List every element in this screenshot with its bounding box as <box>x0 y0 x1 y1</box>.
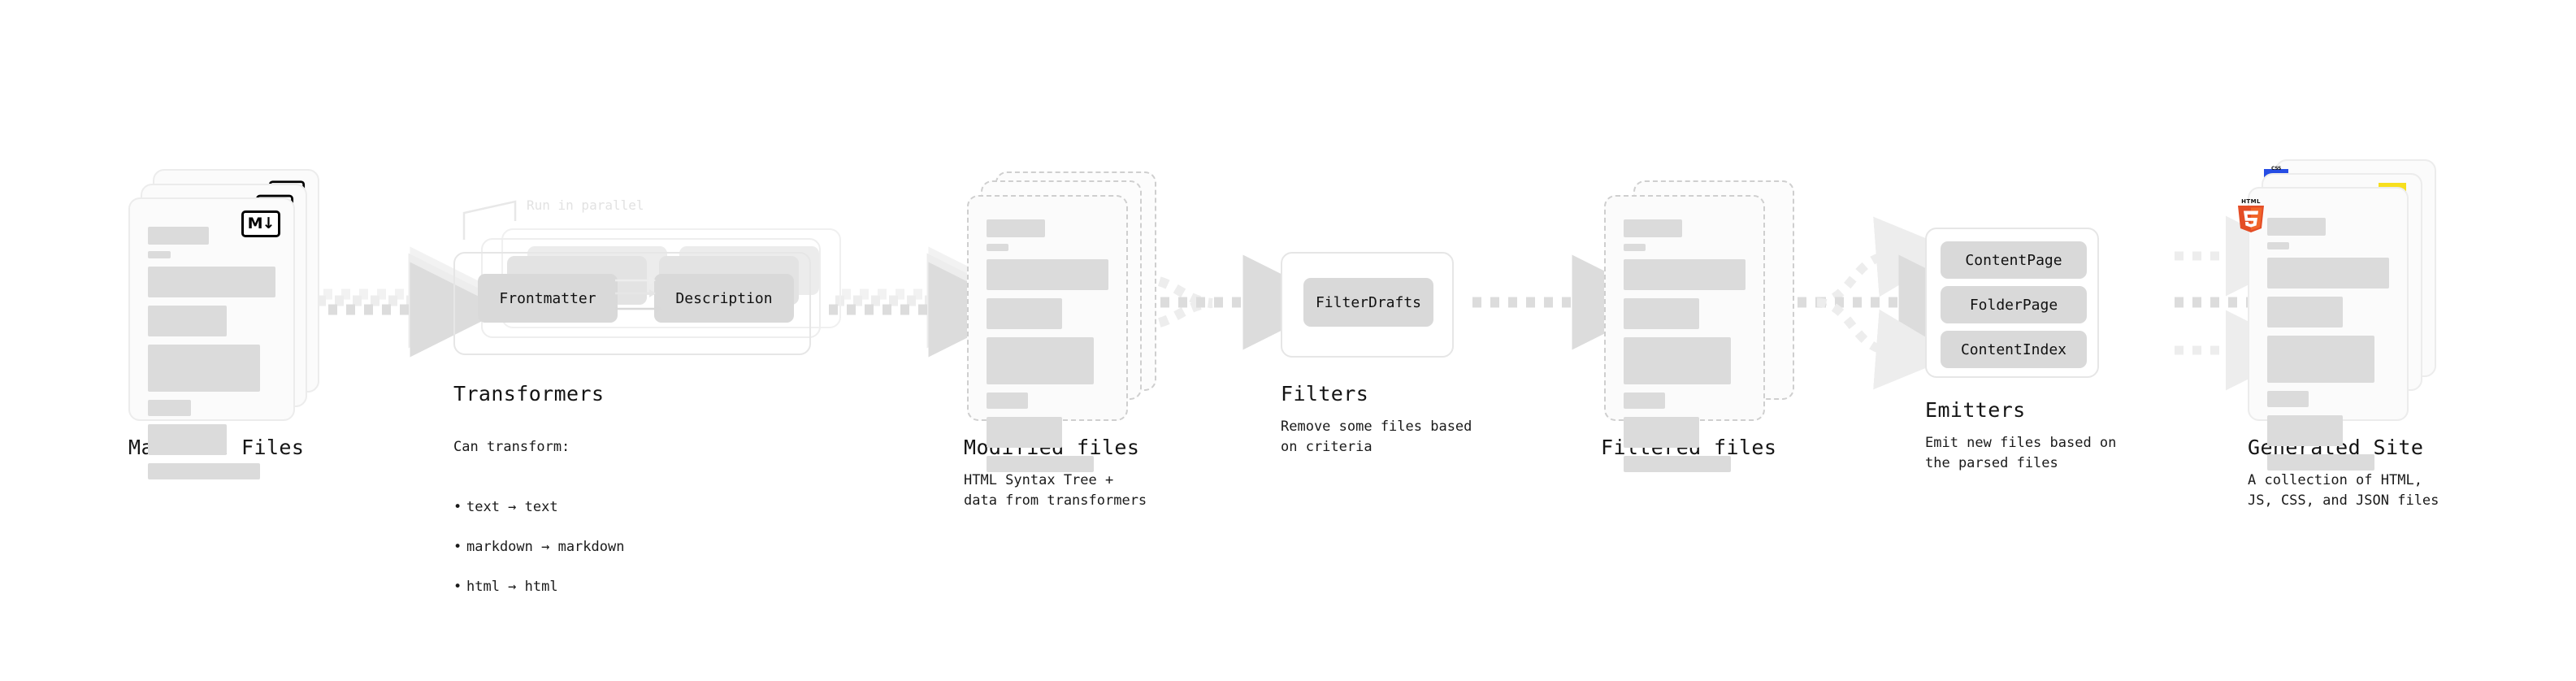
emitter-node-contentindex[interactable]: ContentIndex <box>1941 331 2087 368</box>
transformer-inner-arrows <box>615 276 662 313</box>
content-bar <box>148 424 228 455</box>
content-bar <box>2267 258 2389 288</box>
document-content-placeholder <box>148 227 275 479</box>
transformer-node-description[interactable]: Description <box>654 274 794 323</box>
markdown-icon: M↓ <box>241 210 280 237</box>
list-item: text → text <box>453 497 795 518</box>
content-bar <box>148 400 192 416</box>
connector-filtered-to-emitters <box>1780 216 1994 390</box>
content-bar <box>148 251 171 258</box>
content-bar <box>987 219 1045 237</box>
content-bar <box>987 259 1108 290</box>
emitter-node-contentpage[interactable]: ContentPage <box>1941 241 2087 279</box>
html5-icon-label: HTML <box>2241 198 2261 205</box>
html5-icon: HTML <box>2236 198 2266 232</box>
content-bar <box>2267 242 2289 249</box>
content-bar <box>987 244 1008 251</box>
content-bar <box>2267 454 2374 471</box>
content-bar <box>1624 393 1665 409</box>
content-bar <box>148 306 228 336</box>
stage-subtitle: Can transform: text → text markdown → ma… <box>453 417 795 637</box>
connector-transformers-to-modified <box>829 246 1024 358</box>
transform-list: text → text markdown → markdown html → h… <box>453 477 795 617</box>
stage-subtitle: Emit new files based on the parsed files <box>1925 435 2117 471</box>
content-bar <box>987 456 1094 472</box>
caption-filters: Filters Remove some files based on crite… <box>1281 382 1549 457</box>
list-item: html → html <box>453 577 795 597</box>
content-bar <box>1624 337 1731 384</box>
filters-box[interactable]: FilterDrafts <box>1281 252 1454 358</box>
content-bar <box>987 417 1062 448</box>
content-bar <box>1624 417 1699 448</box>
run-in-parallel-label: Run in parallel <box>527 197 644 213</box>
content-bar <box>2267 415 2343 446</box>
emitter-node-folderpage[interactable]: FolderPage <box>1941 286 2087 323</box>
document-content-placeholder <box>1624 219 1746 472</box>
filtered-card-front <box>1604 195 1765 472</box>
content-bar <box>148 345 261 392</box>
content-bar <box>987 298 1062 329</box>
content-bar <box>987 393 1028 409</box>
css-icon-label: CSS <box>2271 166 2281 171</box>
caption-transformers: Transformers Can transform: text → text … <box>453 382 795 637</box>
transformer-node-frontmatter[interactable]: Frontmatter <box>478 274 618 323</box>
content-bar <box>1624 298 1699 329</box>
content-bar <box>1624 244 1646 251</box>
content-bar <box>148 227 210 245</box>
content-bar <box>2267 336 2374 383</box>
content-bar <box>1624 259 1746 290</box>
content-bar <box>1624 219 1682 237</box>
content-bar <box>1624 456 1731 472</box>
content-bar <box>148 463 261 479</box>
content-bar <box>148 267 275 297</box>
site-card-front: HTML <box>2238 187 2409 471</box>
stage-title: Filters <box>1281 382 1369 406</box>
stage-title: Emitters <box>1925 398 2026 422</box>
document-content-placeholder <box>2267 218 2389 471</box>
caption-emitters: Emitters Emit new files based on the par… <box>1925 398 2218 473</box>
content-bar <box>2267 218 2326 236</box>
content-bar <box>2267 297 2343 327</box>
emitters-box[interactable]: ContentPage FolderPage ContentIndex <box>1925 228 2099 378</box>
content-bar <box>2267 391 2309 407</box>
stage-subtitle: HTML Syntax Tree + data from transformer… <box>964 472 1147 509</box>
stage-title: Transformers <box>453 382 605 406</box>
content-bar <box>987 337 1094 384</box>
list-item: markdown → markdown <box>453 537 795 557</box>
connector-md-to-transformers <box>310 246 505 358</box>
stage-subtitle: Remove some files based on criteria <box>1281 419 1472 455</box>
markdown-card-front: M↓ <box>128 197 295 479</box>
document-content-placeholder <box>987 219 1108 472</box>
filter-node-filterdrafts[interactable]: FilterDrafts <box>1303 278 1433 327</box>
modified-card-front <box>967 195 1128 472</box>
connector-modified-to-filters <box>1141 254 1338 350</box>
stage-subtitle: A collection of HTML, JS, CSS, and JSON … <box>2248 472 2439 509</box>
transform-lead: Can transform: <box>453 438 570 455</box>
